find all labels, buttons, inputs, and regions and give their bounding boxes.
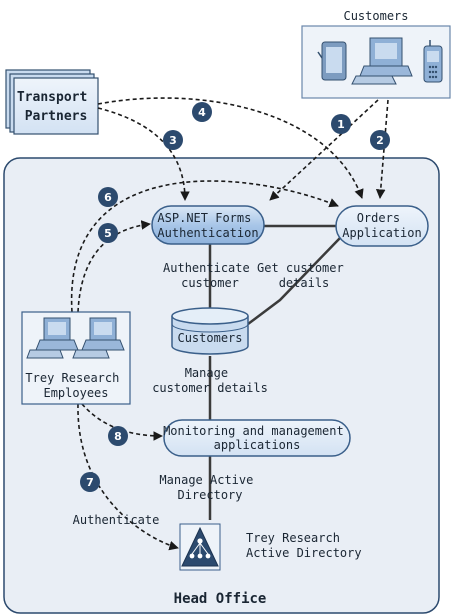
forms-auth-label-line1: ASP.NET Forms xyxy=(157,211,251,225)
tablet-icon xyxy=(317,41,347,81)
svg-text:8: 8 xyxy=(114,430,122,443)
active-directory-icon xyxy=(179,523,221,571)
arrow-step-5 xyxy=(77,220,151,313)
step-badge-5: 5 xyxy=(98,223,118,243)
step-badges: 1 2 3 4 5 6 7 8 xyxy=(80,102,390,492)
customers-database-node: Customers xyxy=(171,307,249,355)
step-badge-3: 3 xyxy=(163,130,183,150)
step-badge-6: 6 xyxy=(98,187,118,207)
svg-text:7: 7 xyxy=(86,476,94,489)
edge-label-manage-active-directory: Manage Active Directory xyxy=(159,473,260,502)
monitoring-applications-node: Monitoring and management applications xyxy=(163,419,351,457)
active-directory-label-line2: Active Directory xyxy=(246,546,362,560)
svg-text:ASP.NET Forms Authentica: ASP.NET Forms Authentication xyxy=(157,211,258,240)
step-badge-8: 8 xyxy=(108,426,128,446)
mobile-phone-icon xyxy=(423,40,443,83)
svg-text:Trey Research Active Dir: Trey Research Active Directory xyxy=(246,531,362,560)
svg-text:3: 3 xyxy=(169,134,177,147)
svg-text:Orders Application: Orders Application xyxy=(342,211,421,240)
svg-text:2: 2 xyxy=(376,134,384,147)
svg-text:4: 4 xyxy=(198,106,206,119)
employees-label-line1: Trey Research xyxy=(25,371,119,385)
step-badge-1: 1 xyxy=(331,114,351,134)
step-badge-7: 7 xyxy=(80,472,100,492)
customers-db-label: Customers xyxy=(177,331,242,345)
active-directory-node: Trey Research Active Directory xyxy=(179,523,362,571)
desktop-computer-icon xyxy=(26,317,125,359)
desktop-computer-icon xyxy=(351,37,413,85)
head-office-container xyxy=(3,157,440,614)
monitoring-label-line1: Monitoring and management xyxy=(163,424,344,438)
svg-text:5: 5 xyxy=(104,227,112,240)
forms-auth-label-line2: Authentication xyxy=(157,226,258,240)
forms-authentication-node: ASP.NET Forms Authentication xyxy=(151,205,265,245)
svg-text:Trey Research Employees: Trey Research Employees xyxy=(25,371,126,400)
arrow-step-3 xyxy=(97,107,190,201)
orders-app-label-line1: Orders xyxy=(357,211,400,225)
arrow-step-1 xyxy=(269,99,379,201)
transport-partners-label-line1: Transport xyxy=(17,90,87,105)
edge-label-authenticate-customer: Authenticate customer xyxy=(163,261,257,290)
active-directory-label-line1: Trey Research xyxy=(246,531,340,545)
arrow-step-8 xyxy=(81,403,163,441)
employees-label-line2: Employees xyxy=(43,386,108,400)
svg-text:Transport Partners: Transport Partners xyxy=(17,90,95,124)
edge-label-get-customer-details: Get customer details xyxy=(257,261,351,290)
edge-label-manage-customer-details: Manage customer details xyxy=(152,366,268,395)
customers-group-label: Customers xyxy=(343,9,408,23)
monitoring-label-line2: applications xyxy=(214,438,301,452)
transport-partners-node: Transport Partners xyxy=(5,69,99,135)
head-office-label: Head Office xyxy=(174,591,267,607)
employees-node: Trey Research Employees xyxy=(21,311,131,405)
svg-text:Monitoring and management: Monitoring and management applications xyxy=(163,424,351,452)
svg-text:6: 6 xyxy=(104,191,112,204)
orders-application-node: Orders Application xyxy=(335,205,429,247)
arrow-step-7 xyxy=(77,403,179,551)
arrow-step-6 xyxy=(71,180,339,313)
solid-connectors xyxy=(208,224,341,520)
step-badge-4: 4 xyxy=(192,102,212,122)
svg-text:1: 1 xyxy=(337,118,345,131)
step-badge-2: 2 xyxy=(370,130,390,150)
transport-partners-label-line2: Partners xyxy=(25,109,88,124)
edge-label-authenticate: Authenticate xyxy=(73,513,160,527)
orders-app-label-line2: Application xyxy=(342,226,421,240)
